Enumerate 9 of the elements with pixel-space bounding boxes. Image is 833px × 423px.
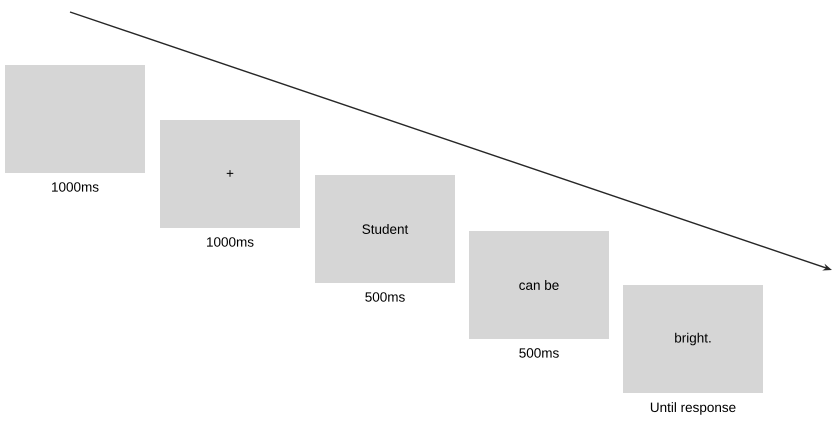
duration-label: 500ms [365, 292, 405, 302]
duration-label: 1000ms [207, 237, 254, 247]
stimulus-box: Student [315, 175, 455, 283]
duration-label: 1000ms [52, 182, 99, 192]
stimulus-box: bright. [623, 285, 763, 393]
duration-label: Until response [650, 402, 736, 415]
stimulus-box: can be [469, 231, 609, 339]
stimulus-box: + [160, 120, 300, 228]
duration-label: 500ms [519, 348, 559, 358]
